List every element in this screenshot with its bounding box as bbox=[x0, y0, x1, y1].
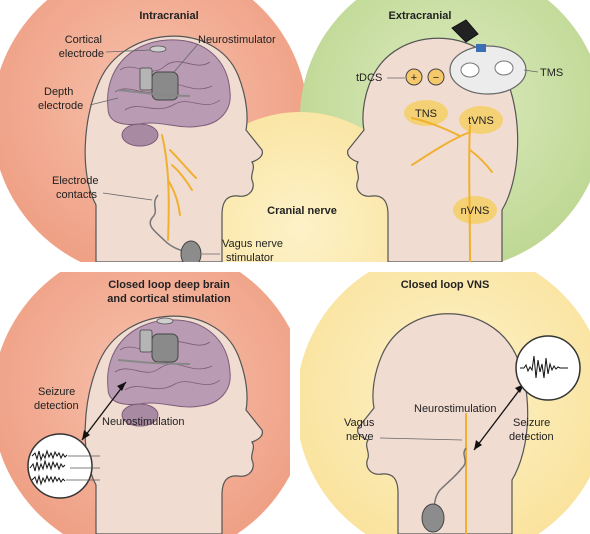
vns-eeg-magnifier bbox=[516, 336, 580, 400]
intracranial-title: Intracranial bbox=[139, 10, 198, 22]
extracranial-title: Extracranial bbox=[389, 10, 452, 22]
tvns-label: tVNS bbox=[468, 115, 494, 127]
tdcs-minus-sign: − bbox=[433, 72, 439, 84]
vns-stimulator bbox=[422, 504, 444, 532]
cranial-nerve-title: Cranial nerve bbox=[267, 205, 337, 217]
vagus-stimulator-label-2: stimulator bbox=[226, 252, 274, 264]
closed-loop-dbs-title-2: and cortical stimulation bbox=[107, 293, 231, 305]
dbs-neurostimulation-label: Neurostimulation bbox=[102, 416, 185, 428]
vns-vagus-nerve-label-2: nerve bbox=[346, 431, 374, 443]
vagus-nerve-stimulator bbox=[181, 241, 201, 267]
depth-electrode-label-2: electrode bbox=[38, 100, 83, 112]
nvns-label: nVNS bbox=[461, 205, 490, 217]
cortical-electrode-label-2: electrode bbox=[59, 48, 104, 60]
dbs-cortical-electrode bbox=[157, 318, 173, 324]
vns-seizure-detection-label-2: detection bbox=[509, 431, 554, 443]
tdcs-label: tDCS bbox=[356, 72, 382, 84]
closed-loop-dbs-title: Closed loop deep brain bbox=[108, 279, 230, 291]
depth-electrode-label: Depth bbox=[44, 86, 73, 98]
cortical-electrode bbox=[150, 46, 166, 52]
dbs-seizure-detection-label: Seizure bbox=[38, 386, 75, 398]
vagus-stimulator-label: Vagus nerve bbox=[222, 238, 283, 250]
closed-loop-vns-title: Closed loop VNS bbox=[401, 279, 490, 291]
tdcs-plus-sign: + bbox=[411, 72, 417, 84]
cortical-electrode-label: Cortical bbox=[65, 34, 102, 46]
vns-neurostimulation-label: Neurostimulation bbox=[414, 403, 497, 415]
vns-vagus-nerve-label: Vagus bbox=[344, 417, 375, 429]
electrode-contacts-label: Electrode bbox=[52, 175, 98, 187]
tms-label: TMS bbox=[540, 67, 563, 79]
dbs-seizure-detection-label-2: detection bbox=[34, 400, 79, 412]
cerebellum bbox=[122, 124, 158, 146]
electrode-contacts-label-2: contacts bbox=[56, 189, 97, 201]
neurostimulator-label: Neurostimulator bbox=[198, 34, 276, 46]
vns-seizure-detection-label: Seizure bbox=[513, 417, 550, 429]
tns-label: TNS bbox=[415, 108, 437, 120]
